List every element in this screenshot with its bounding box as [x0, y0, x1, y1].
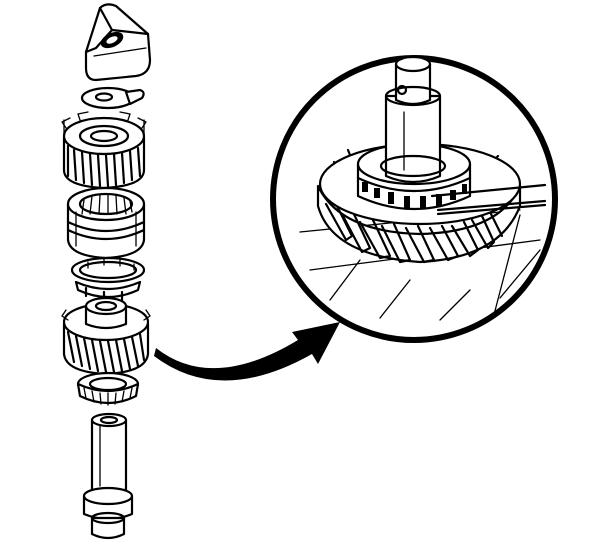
shift-fork-pad-icon — [84, 3, 152, 82]
curved-arrow-icon — [154, 322, 340, 381]
thrust-washer-icon — [80, 86, 145, 110]
magnified-detail-icon — [270, 55, 558, 343]
upper-gear-icon — [61, 111, 147, 190]
lower-gear-icon — [61, 296, 151, 376]
shaft-icon — [82, 412, 134, 540]
synchronizer-sleeve-icon — [66, 186, 146, 260]
needle-bearing-icon — [76, 371, 140, 406]
blocking-ring-icon — [70, 256, 146, 302]
